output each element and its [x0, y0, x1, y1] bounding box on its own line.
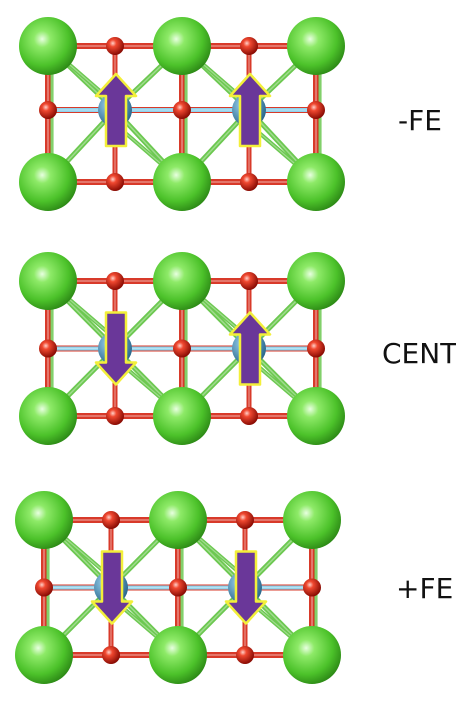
green-atom — [283, 626, 341, 684]
polarization-arrow-up — [228, 311, 272, 386]
green-atom — [19, 153, 77, 211]
green-atom — [153, 17, 211, 75]
panel-minus-fe — [19, 17, 345, 211]
red-atom — [240, 173, 258, 191]
red-atom — [106, 37, 124, 55]
panel-label-plus-fe: +FE — [396, 572, 453, 605]
panel-cent — [19, 252, 345, 445]
green-atom — [15, 491, 73, 549]
green-atom — [153, 387, 211, 445]
red-atom — [307, 101, 325, 119]
red-atom — [106, 173, 124, 191]
red-atom — [39, 101, 57, 119]
red-atom — [169, 578, 187, 597]
polarization-arrow-down — [224, 550, 268, 625]
panel-plus-fe — [15, 491, 341, 684]
red-atom — [102, 511, 120, 529]
red-atom — [106, 272, 124, 290]
polarization-arrow-up — [94, 72, 138, 148]
red-atom — [236, 511, 254, 529]
red-atom — [173, 101, 191, 119]
red-atom — [303, 578, 321, 597]
polarization-arrow-down — [94, 311, 138, 386]
red-atom — [240, 37, 258, 55]
green-atom — [149, 626, 207, 684]
red-atom — [173, 339, 191, 358]
red-atom — [240, 407, 258, 425]
panel-label-cent: CENT — [382, 337, 456, 370]
polarization-arrow-down — [90, 550, 134, 625]
green-atom — [287, 17, 345, 75]
green-atom — [287, 153, 345, 211]
red-atom — [240, 272, 258, 290]
red-atom — [102, 646, 120, 664]
green-atom — [287, 252, 345, 310]
red-atom — [307, 339, 325, 358]
panel-label-minus-fe: -FE — [398, 104, 442, 137]
red-atom — [106, 407, 124, 425]
green-atom — [287, 387, 345, 445]
red-atom — [39, 339, 57, 358]
red-atom — [236, 646, 254, 664]
green-atom — [19, 252, 77, 310]
green-atom — [153, 153, 211, 211]
green-atom — [15, 626, 73, 684]
green-atom — [19, 387, 77, 445]
green-atom — [149, 491, 207, 549]
green-atom — [283, 491, 341, 549]
green-atom — [153, 252, 211, 310]
red-atom — [35, 578, 53, 597]
polarization-arrow-up — [228, 72, 272, 148]
green-atom — [19, 17, 77, 75]
